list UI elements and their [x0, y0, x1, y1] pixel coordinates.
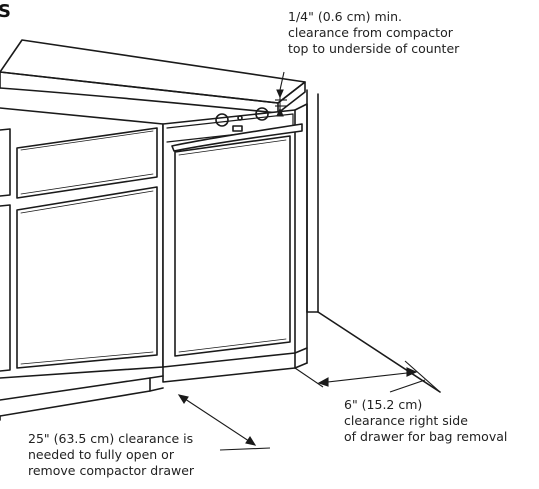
side-extension-left: [294, 367, 324, 388]
top-clearance-line-3: top to underside of counter: [288, 41, 460, 56]
front-clearance-line-2: needed to fully open or: [28, 447, 174, 462]
side-clearance-line-1: 6" (15.2 cm): [344, 397, 423, 412]
side-clearance-arrow: [318, 371, 417, 384]
countertop: [0, 39, 306, 104]
key-lock: [232, 125, 243, 132]
front-clearance-arrow: [178, 394, 256, 446]
front-clearance-line-1: 25" (63.5 cm) clearance is: [28, 431, 194, 446]
compactor-side: [294, 103, 308, 354]
top-clearance-line-1: 1/4" (0.6 cm) min.: [288, 9, 403, 24]
control-knob-left: [215, 113, 229, 127]
adjacent-cabinet: [0, 128, 11, 372]
control-knob-right: [255, 107, 269, 121]
top-clearance-leader: [279, 71, 285, 91]
side-clearance-line-3: of drawer for bag removal: [344, 429, 508, 444]
wall-floor-line: [317, 311, 441, 393]
compactor-drawer-panel: [174, 135, 291, 357]
cabinet-door-panel: [16, 186, 158, 369]
side-clearance-leader: [389, 379, 426, 393]
countertop-front-edge: [0, 71, 279, 114]
front-clearance-line-3: remove compactor drawer: [28, 463, 195, 478]
front-clearance-leader: [219, 447, 271, 451]
side-clearance-line-2: clearance right side: [344, 413, 468, 428]
control-knob-center: [237, 115, 243, 121]
drawer-handle: [171, 123, 303, 152]
drawer-front-panel: [16, 127, 158, 199]
side-extension-right: [404, 360, 441, 393]
compactor-base: [162, 352, 296, 383]
top-clearance-line-2: clearance from compactor: [288, 25, 453, 40]
countertop-side-edge: [277, 81, 306, 114]
toe-kick: [0, 377, 151, 417]
section-heading-fragment: S: [0, 1, 11, 22]
